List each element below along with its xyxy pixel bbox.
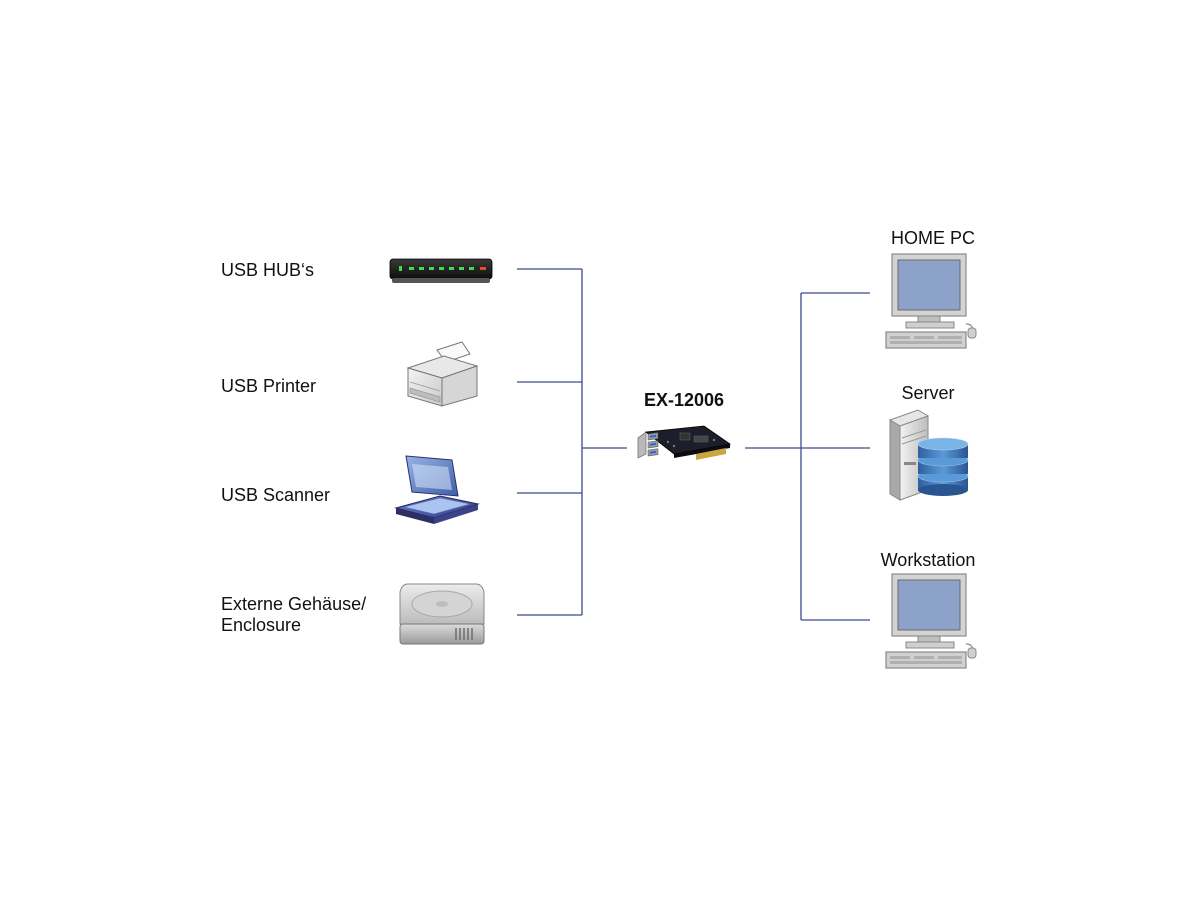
printer-icon	[406, 341, 479, 407]
label-usb-hub: USB HUB‘s	[221, 260, 315, 280]
pcie-card-icon	[637, 425, 732, 460]
label-ex-12006: EX-12006	[643, 390, 725, 410]
hard-drive-icon	[399, 583, 485, 645]
label-enclosure-line2: Enclosure	[221, 615, 302, 635]
label-server: Server	[901, 383, 955, 403]
label-usb-printer: USB Printer	[221, 376, 317, 396]
label-usb-scanner: USB Scanner	[221, 485, 331, 505]
server-database-icon	[888, 409, 969, 501]
label-home-pc: HOME PC	[890, 228, 975, 248]
scanner-icon	[394, 455, 480, 524]
computer-icon	[885, 573, 977, 669]
label-enclosure-line1: Externe Gehäuse/	[221, 594, 367, 614]
usb-hub-icon	[389, 258, 493, 283]
computer-icon	[885, 253, 977, 349]
label-workstation: Workstation	[880, 550, 976, 570]
